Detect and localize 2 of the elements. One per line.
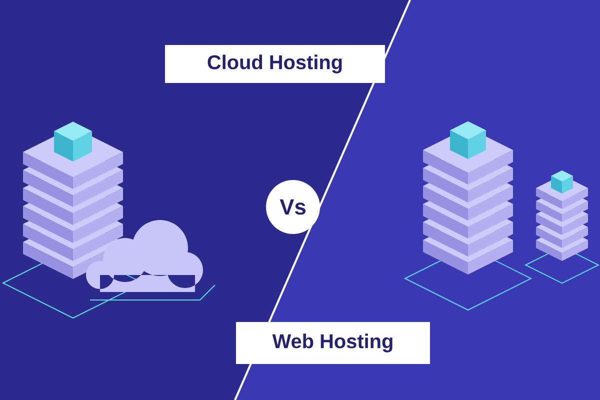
title-box: Web Hosting <box>236 322 430 364</box>
title-box: Cloud Hosting <box>165 45 385 83</box>
